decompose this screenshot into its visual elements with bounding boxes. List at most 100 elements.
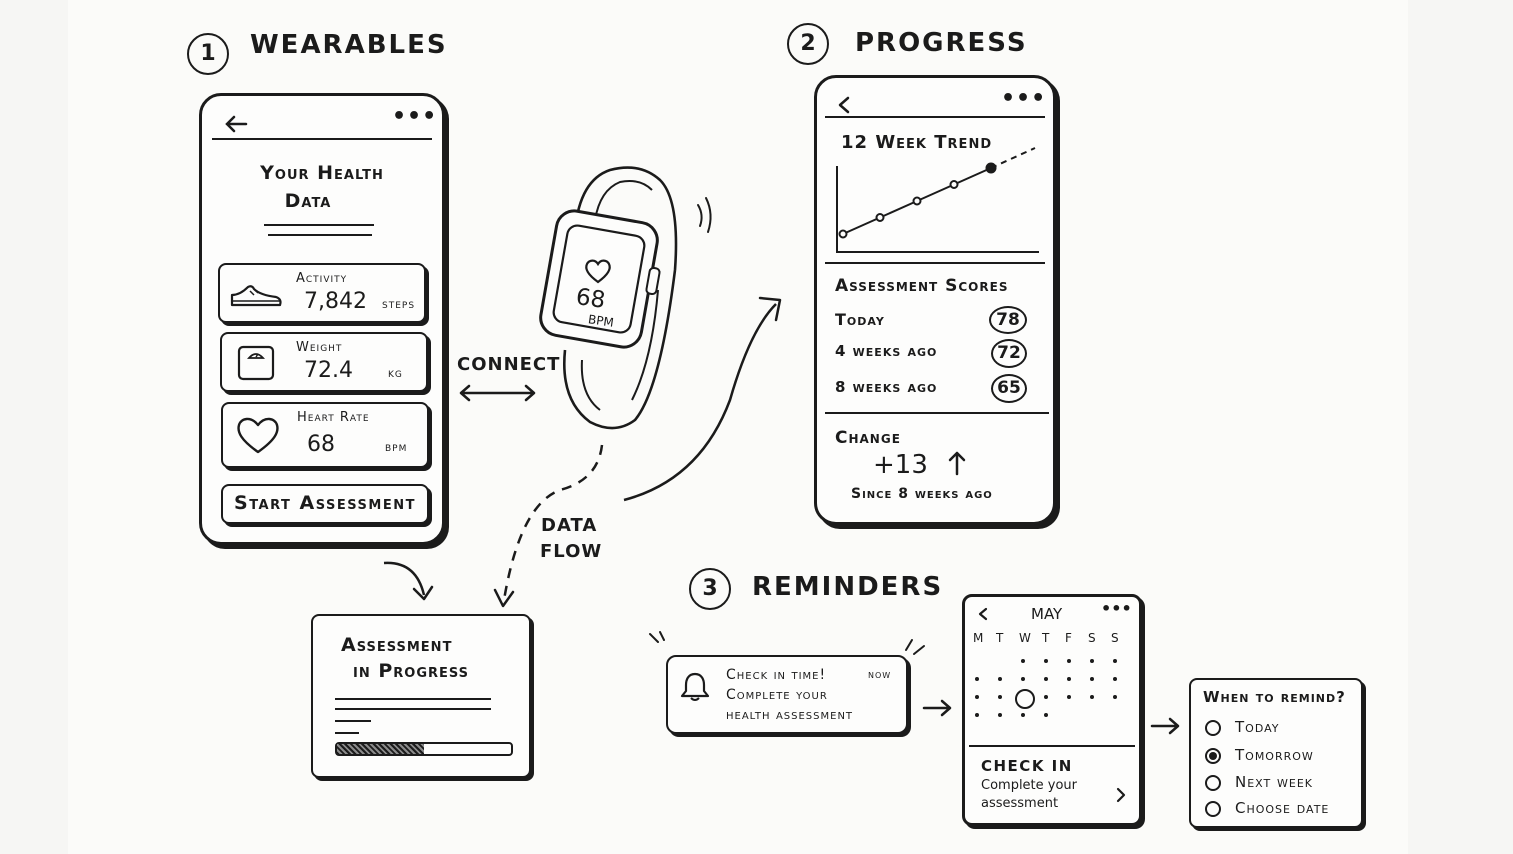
arrow-right-icon (922, 699, 952, 717)
calendar-day-dot[interactable] (1044, 677, 1048, 681)
arrow-right-icon (1150, 717, 1180, 735)
weight-unit: kg (388, 366, 403, 381)
assessment-progress-card: Assessment in Progress (311, 614, 531, 778)
score-badge-8-weeks: 65 (991, 374, 1027, 403)
activity-unit: steps (382, 297, 416, 312)
weekday-label: M (973, 631, 984, 645)
chevron-left-icon[interactable] (837, 96, 851, 114)
weekday-label: W (1019, 631, 1031, 645)
more-dots-icon[interactable]: ••• (1101, 599, 1132, 618)
calendar-day-dot[interactable] (998, 695, 1002, 699)
checkin-line2: assessment (981, 796, 1059, 811)
section-title-progress: PROGRESS (855, 28, 1028, 58)
arrow-left-icon[interactable] (224, 114, 248, 134)
calendar-day-dot[interactable] (975, 713, 979, 717)
score-badge-4-weeks: 72 (991, 339, 1027, 368)
calendar-day-dot[interactable] (1021, 713, 1025, 717)
calendar-selected-day[interactable] (1015, 689, 1035, 709)
more-dots-icon[interactable]: ••• (392, 104, 438, 129)
calendar-day-dot[interactable] (1113, 677, 1117, 681)
remind-option-label: Next week (1235, 773, 1313, 791)
radio-button[interactable] (1205, 720, 1221, 736)
calendar-day-dot[interactable] (975, 677, 979, 681)
more-dots-icon[interactable]: ••• (1001, 86, 1047, 111)
change-since: Since 8 weeks ago (851, 486, 993, 502)
trend-point (838, 229, 848, 239)
calendar-day-grid[interactable] (973, 657, 1131, 727)
notification-sparkle-left (649, 631, 665, 643)
section-number-1: 1 (187, 33, 229, 75)
radio-button[interactable] (1205, 748, 1221, 764)
calendar-day-dot[interactable] (1044, 713, 1048, 717)
assessment-title-line2: in Progress (353, 660, 470, 682)
weekday-label: T (1042, 631, 1050, 645)
remind-option-next-week[interactable]: Next week (1205, 773, 1355, 795)
shoe-icon (230, 285, 282, 307)
notification-card[interactable]: Check in time! now Complete your health … (666, 655, 908, 734)
remind-option-choose-date[interactable]: Choose date (1205, 799, 1355, 821)
notification-title: Check in time! (726, 667, 827, 683)
score-badge-today: 78 (989, 306, 1027, 334)
notification-line3: health assessment (726, 707, 854, 723)
calendar-day-dot[interactable] (1090, 677, 1094, 681)
calendar-day-dot[interactable] (1090, 695, 1094, 699)
trend-point (875, 213, 885, 222)
calendar-day-dot[interactable] (1067, 659, 1071, 663)
score-label-4-weeks: 4 weeks ago (835, 342, 938, 360)
chevron-left-icon[interactable] (977, 607, 989, 621)
curved-arrow-down (383, 561, 434, 601)
section-title-reminders: REMINDERS (752, 572, 944, 602)
calendar-day-dot[interactable] (1044, 695, 1048, 699)
calendar-day-dot[interactable] (1113, 659, 1117, 663)
checkin-line1: Complete your (981, 778, 1078, 793)
activity-value: 7,842 (304, 289, 367, 314)
radio-button[interactable] (1205, 801, 1221, 817)
activity-card[interactable]: Activity 7,842 steps (218, 263, 426, 323)
heart-rate-value: 68 (307, 432, 335, 457)
calendar-day-dot[interactable] (998, 677, 1002, 681)
calendar-day-dot[interactable] (1021, 659, 1025, 663)
notification-line2: Complete your (726, 687, 828, 703)
calendar-day-dot[interactable] (1044, 659, 1048, 663)
calendar-day-dot[interactable] (1090, 659, 1094, 663)
heart-rate-card[interactable]: Heart Rate 68 bpm (221, 402, 429, 468)
data-flow-label-line1: DATA (541, 515, 598, 536)
calendar-day-dot[interactable] (1021, 677, 1025, 681)
remind-option-label: Tomorrow (1235, 746, 1314, 764)
data-flow-label-line2: FLOW (540, 541, 603, 562)
chart-title: 12 Week Trend (841, 132, 993, 153)
calendar-day-dot[interactable] (998, 713, 1002, 717)
heart-rate-unit: bpm (385, 440, 408, 455)
score-label-today: Today (835, 310, 885, 329)
weight-card[interactable]: Weight 72.4 kg (220, 332, 428, 392)
chevron-right-icon[interactable] (1115, 787, 1127, 803)
weight-label: Weight (296, 340, 343, 355)
remind-option-tomorrow[interactable]: Tomorrow (1205, 746, 1355, 768)
radio-button[interactable] (1205, 775, 1221, 791)
bell-icon (680, 672, 710, 701)
activity-label: Activity (296, 271, 348, 286)
remind-option-today[interactable]: Today (1205, 718, 1355, 740)
section-number-2: 2 (787, 23, 829, 65)
calendar-day-dot[interactable] (1067, 677, 1071, 681)
start-assessment-button[interactable]: Start Assessment (221, 484, 429, 524)
health-data-phone: ••• Your Health Data Activity 7,842 step… (199, 93, 445, 545)
double-arrow-icon (459, 384, 536, 402)
remind-title: When to remind? (1203, 688, 1346, 706)
trend-point (949, 180, 959, 189)
weekday-label: S (1088, 631, 1096, 645)
data-flow-dashed-arrow (493, 444, 604, 608)
remind-option-label: Choose date (1235, 799, 1330, 817)
smartwatch-illustration (539, 166, 712, 430)
trend-projection (990, 147, 1036, 169)
assessment-progress-bar (335, 742, 513, 756)
calendar-day-dot[interactable] (1067, 695, 1071, 699)
heart-rate-label: Heart Rate (297, 410, 370, 425)
remind-options-card: When to remind? Today Tomorrow Next week… (1189, 678, 1363, 828)
weight-value: 72.4 (304, 358, 353, 383)
notification-sparkle-right (905, 639, 925, 655)
calendar-day-dot[interactable] (1113, 695, 1117, 699)
calendar-day-dot[interactable] (975, 695, 979, 699)
